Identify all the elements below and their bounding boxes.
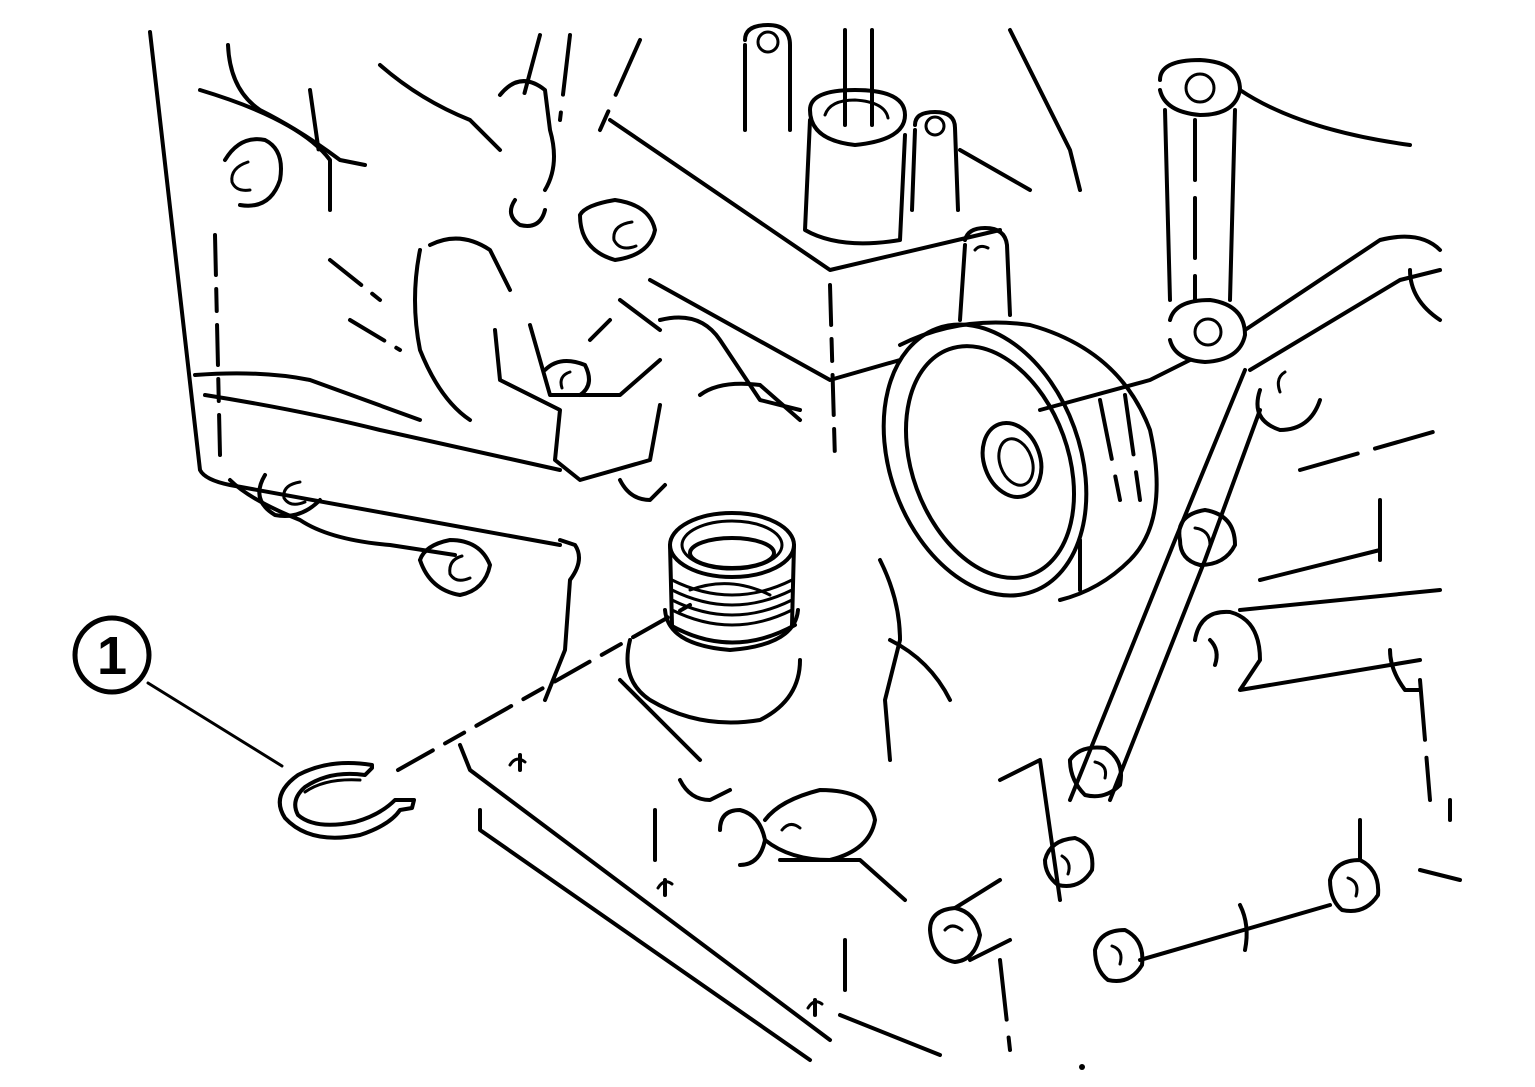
oil-pan	[458, 538, 1012, 1062]
leader-line-to-shaft	[396, 603, 692, 772]
side-bracket	[1068, 58, 1442, 802]
transaxle-housing	[148, 30, 642, 597]
callout-label: 1	[97, 626, 127, 686]
pulley-drum	[881, 226, 1192, 602]
upper-housing	[493, 79, 1002, 502]
shaft-seal-boss	[625, 511, 802, 725]
lower-mounts	[928, 745, 1462, 983]
dot-mark	[1079, 1064, 1085, 1070]
snap-ring-part	[277, 761, 416, 840]
callout-circle	[72, 615, 152, 695]
top-fitting	[743, 23, 1082, 246]
callout-1: 1	[72, 615, 152, 695]
callout-leaders	[146, 603, 692, 772]
leader-line-to-ring	[146, 681, 284, 768]
